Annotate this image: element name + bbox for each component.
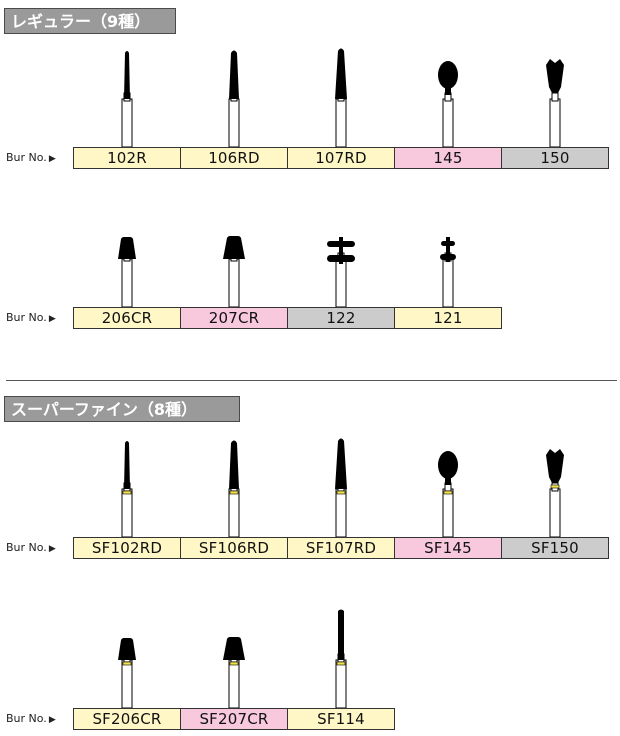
bur-number-row: 102R 106RD 107RD 145 150 [73,147,609,169]
bur-sf114-illustration [311,608,371,718]
bur-sf207cr-illustration [204,608,264,718]
section-title-regular: レギュラー（9種） [4,8,176,34]
bur-sf206cr-illustration [97,608,157,718]
bur-206cr-illustration [97,207,157,317]
arrow-right-icon: ▶ [48,715,56,725]
row-label: Bur No.▶ [6,307,56,329]
bur-121-illustration [418,207,478,317]
bur-cell: SF114 [287,708,395,730]
row-label: Bur No.▶ [6,708,56,730]
bur-102r-illustration [97,47,157,157]
bur-cell: SF145 [394,537,502,559]
bur-107rd-illustration [311,47,371,157]
bur-cell: SF107RD [287,537,395,559]
bur-cell: SF102RD [73,537,181,559]
bur-sf145-illustration [418,437,478,547]
bur-no-label: Bur No. [6,712,47,725]
bur-122-illustration [311,207,371,317]
section-divider [6,380,617,381]
bur-sf150-illustration [525,437,585,547]
bur-sf106rd-illustration [204,437,264,547]
arrow-right-icon: ▶ [48,154,56,164]
bur-cell: 122 [287,307,395,329]
arrow-right-icon: ▶ [48,544,56,554]
bur-number-row: 206CR 207CR 122 121 [73,307,502,329]
bur-number-row: SF102RD SF106RD SF107RD SF145 SF150 [73,537,609,559]
bur-cell: 121 [394,307,502,329]
bur-cell: SF106RD [180,537,288,559]
bur-no-label: Bur No. [6,541,47,554]
bur-cell: 206CR [73,307,181,329]
bur-145-illustration [418,47,478,157]
bur-cell: SF206CR [73,708,181,730]
bur-106rd-illustration [204,47,264,157]
bur-cell: 150 [501,147,609,169]
bur-cell: 102R [73,147,181,169]
bur-cell: SF150 [501,537,609,559]
bur-sf107rd-illustration [311,437,371,547]
bur-cell: SF207CR [180,708,288,730]
bur-cell: 106RD [180,147,288,169]
section-title-superfine: スーパーファイン（8種） [4,396,240,422]
arrow-right-icon: ▶ [48,314,56,324]
bur-cell: 107RD [287,147,395,169]
bur-cell: 145 [394,147,502,169]
bur-no-label: Bur No. [6,151,47,164]
bur-sf102rd-illustration [97,437,157,547]
bur-207cr-illustration [204,207,264,317]
bur-number-row: SF206CR SF207CR SF114 [73,708,395,730]
bur-no-label: Bur No. [6,311,47,324]
bur-150-illustration [525,47,585,157]
row-label: Bur No.▶ [6,147,56,169]
row-label: Bur No.▶ [6,537,56,559]
